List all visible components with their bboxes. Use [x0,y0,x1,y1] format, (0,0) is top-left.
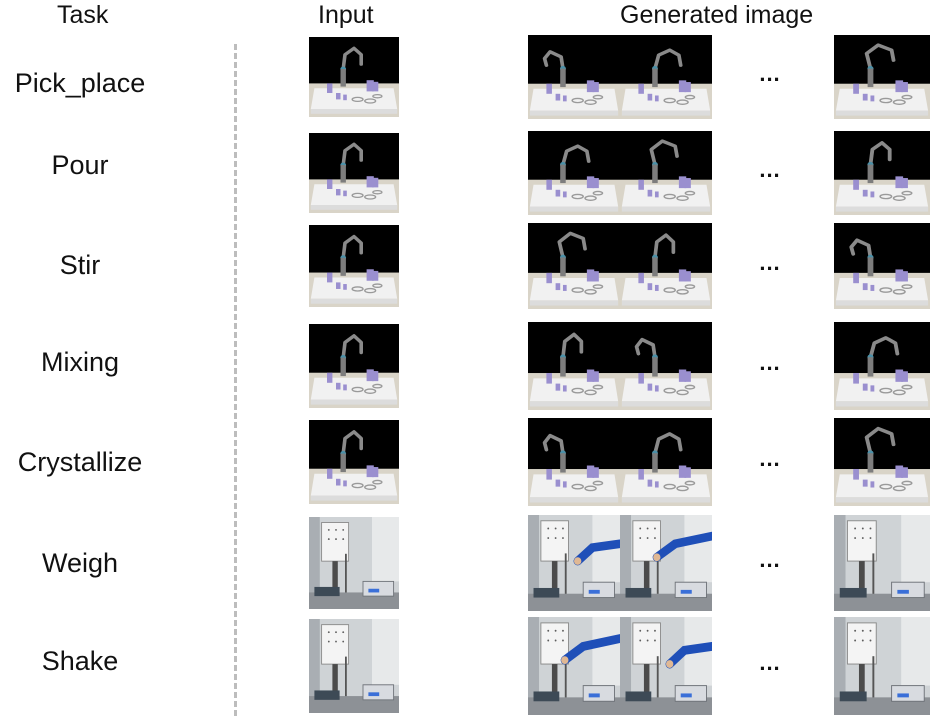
input-image-pick-place [309,37,399,117]
ellipsis-pour: ... [759,157,781,182]
ellipsis-mixing: ... [759,350,781,375]
task-label-pick-place: Pick_place [14,68,146,98]
task-label-shake: Shake [41,646,119,676]
input-image-mixing [309,324,399,408]
task-label-pour: Pour [51,150,109,180]
ellipsis-stir: ... [759,250,781,275]
ellipsis-shake: ... [759,650,781,675]
ellipsis-weigh: ... [759,547,781,572]
generated-frame-stir-2 [620,223,712,309]
input-image-pour [309,133,399,213]
header-input: Input [318,1,374,29]
task-label-stir: Stir [59,250,101,280]
input-image-crystallize [309,420,399,504]
task-label-mixing: Mixing [40,347,120,377]
generated-frame-pick-place-1 [528,35,620,119]
column-divider [234,44,237,716]
generated-frame-stir-1 [528,223,620,309]
header-task: Task [57,1,109,29]
header-generated-image: Generated image [620,1,814,29]
generated-frame-pick-place-3 [834,35,930,119]
generated-frame-crystallize-1 [528,418,620,506]
generated-frame-shake-3 [834,617,930,715]
generated-frame-crystallize-2 [620,418,712,506]
task-label-weigh: Weigh [41,548,119,578]
generated-frame-weigh-1 [528,515,620,611]
input-image-shake [309,619,399,713]
generated-frame-mixing-2 [620,322,712,410]
generated-frame-mixing-3 [834,322,930,410]
generated-frame-shake-2 [620,617,712,715]
generated-frame-shake-1 [528,617,620,715]
ellipsis-pick-place: ... [759,61,781,86]
input-image-weigh [309,517,399,609]
input-image-stir [309,225,399,307]
generated-frame-crystallize-3 [834,418,930,506]
generated-frame-stir-3 [834,223,930,309]
generated-frame-mixing-1 [528,322,620,410]
generated-frame-pour-1 [528,131,620,215]
generated-frame-pour-3 [834,131,930,215]
generated-frame-pour-2 [620,131,712,215]
generated-frame-pick-place-2 [620,35,712,119]
generated-frame-weigh-2 [620,515,712,611]
generated-frame-weigh-3 [834,515,930,611]
ellipsis-crystallize: ... [759,446,781,471]
task-label-crystallize: Crystallize [17,447,143,477]
